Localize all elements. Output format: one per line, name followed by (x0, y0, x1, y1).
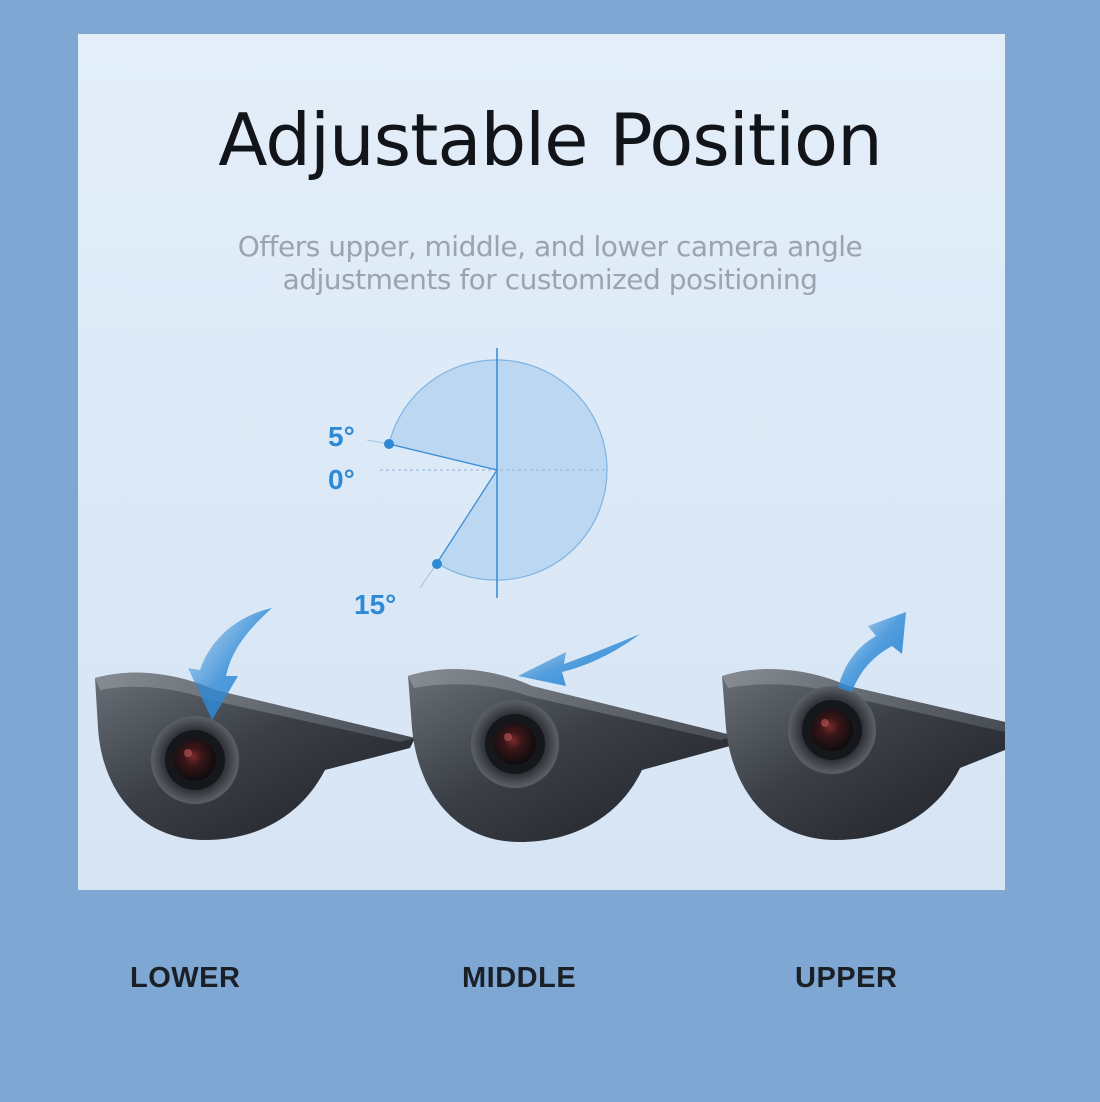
angle-diagram: 5° 0° 15° (328, 348, 608, 620)
subtitle-line-1: Offers upper, middle, and lower camera a… (237, 230, 863, 263)
curved-arrow-left-icon (518, 634, 640, 686)
upper-angle-dot (384, 439, 394, 449)
subtitle: Offers upper, middle, and lower camera a… (0, 230, 1100, 296)
lower-angle-dot (432, 559, 442, 569)
position-label-upper: UPPER (795, 962, 898, 994)
curved-arrow-down-icon (188, 608, 272, 720)
angle-sector (388, 359, 608, 581)
page-title: Adjustable Position (218, 98, 882, 182)
camera-middle (408, 669, 735, 842)
camera-lower (95, 672, 415, 840)
angle-label-5: 5° (328, 421, 355, 452)
angle-label-15: 15° (354, 589, 396, 620)
position-label-middle: MIDDLE (462, 962, 577, 994)
position-label-lower: LOWER (130, 962, 241, 994)
angle-label-0: 0° (328, 464, 355, 495)
subtitle-line-2: adjustments for customized positioning (282, 263, 818, 296)
camera-upper (722, 669, 1005, 840)
upper-angle-line (388, 443, 498, 471)
curved-arrow-up-icon (838, 612, 906, 692)
lower-angle-line (436, 469, 498, 564)
